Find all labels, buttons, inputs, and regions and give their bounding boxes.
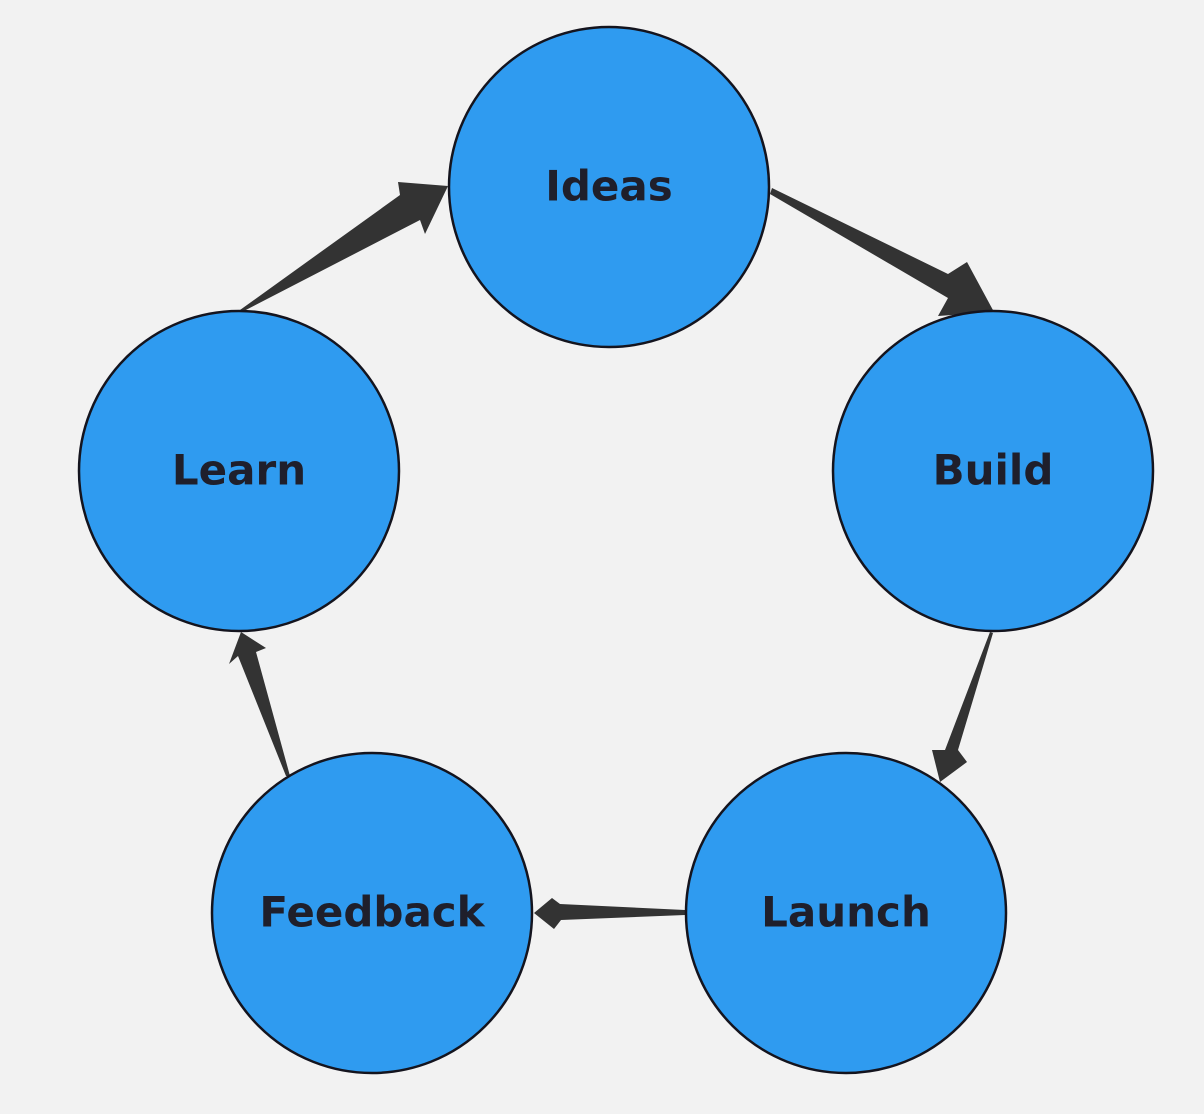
node-learn-label: Learn <box>172 446 306 495</box>
arrow-build-to-launch <box>932 632 993 782</box>
arrow-launch-to-feedback <box>534 898 685 929</box>
node-build-circle <box>831 309 1155 633</box>
node-launch-label: Launch <box>761 888 931 937</box>
node-feedback-label: Feedback <box>259 888 485 937</box>
arrow-ideas-to-build <box>770 188 994 316</box>
node-learn-circle <box>77 309 401 633</box>
node-build: Build <box>831 309 1155 633</box>
node-ideas-label: Ideas <box>545 162 673 211</box>
node-ideas: Ideas <box>447 25 771 349</box>
node-build-label: Build <box>933 446 1054 495</box>
arrow-feedback-to-learn <box>229 632 290 776</box>
node-ideas-circle <box>447 25 771 349</box>
node-learn: Learn <box>77 309 401 633</box>
node-launch: Launch <box>684 751 1008 1075</box>
node-launch-circle <box>684 751 1008 1075</box>
node-feedback: Feedback <box>210 751 534 1075</box>
arrows <box>229 182 994 929</box>
node-feedback-circle <box>210 751 534 1075</box>
arrow-learn-to-ideas <box>240 182 448 312</box>
